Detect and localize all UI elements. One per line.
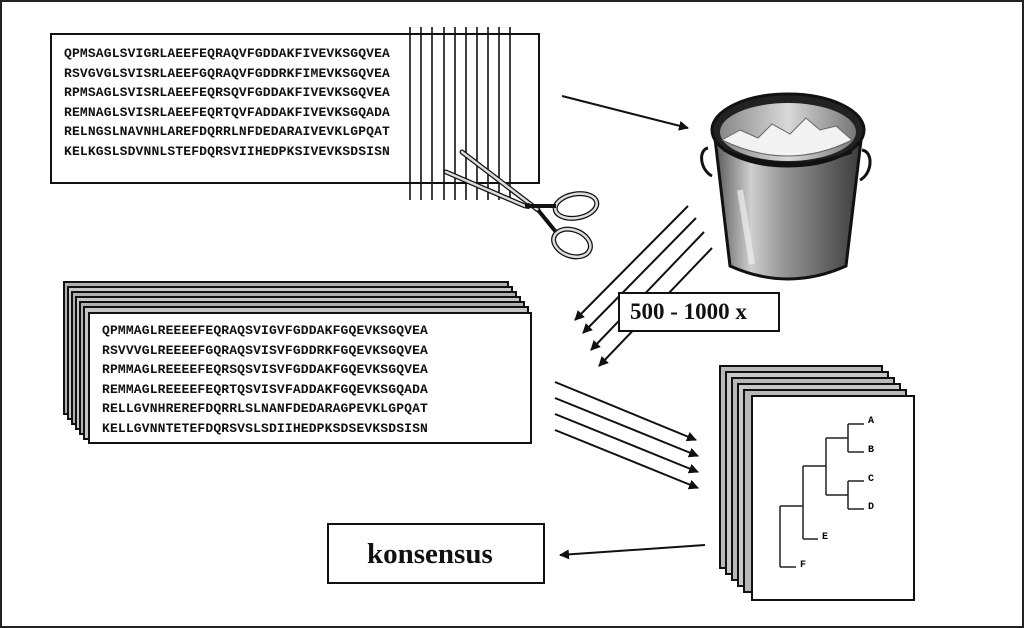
sequence-line: RELLGVNHREREFDQRRLSLNANFDEDARAGPEVKLGPQA… [102,401,429,416]
repeat-count-box: 500 - 1000 x [618,292,780,332]
sequence-line: REMMAGLREEEEFEQRTQSVISVFADDAKFGQEVKSGQAD… [102,381,429,397]
original-alignment: QPMSAGLSVIGRLAEEFEQRAQVFGDDAKFIVEVKSGQVE… [50,33,540,184]
sequence-line: RSVGVGLSVISRLAEEFGQRAQVFGDDRKFIMEVKSGQVE… [64,65,391,81]
sequence-line: RELNGSLNAVNHLAREFDQRRLNFDEDARAIVEVKLGPQA… [64,124,391,139]
tree-leaf-label: C [868,474,875,485]
sequence-line: KELKGSLSDVNNLSTEFDQRSVIIHEDPKSIVEVKSDSIS… [64,143,391,159]
resample-arrows [574,205,713,367]
sequence-line: RPMSAGLSVISRLAEEFEQRSQVFGDDAKFIVEVKSGQVE… [64,85,391,100]
tree-leaf-label: E [822,532,829,543]
sequence-line: QPMMAGLREEEEFEQRAQSVIGVFGDDAKFGQEVKSGQVE… [102,323,429,338]
resample-arrow [582,217,697,334]
tree-leaf-label: B [868,445,875,456]
consensus-box: konsensus [327,523,545,584]
bucket-icon [700,92,872,281]
tree-arrow [554,381,697,442]
tree-arrow [554,413,699,474]
arrow-to-consensus [559,544,706,560]
arrow-to-bucket [561,95,689,131]
sequence-line: REMNAGLSVISRLAEEFEQRTQVFADDAKFIVEVKSGQAD… [64,104,391,120]
bootstrap-alignment: QPMMAGLREEEEFEQRAQSVIGVFGDDAKFGQEVKSGQVE… [88,312,532,444]
sequence-line: KELLGVNNTETEFDQRSVSLSDIIHEDPKSDSEVKSDSIS… [102,420,429,436]
tree-arrow [554,397,699,458]
tree-card-stack [719,365,915,601]
tree-leaf-label: A [868,416,875,427]
tree-leaf-label: D [868,502,875,513]
tree-arrows [554,381,699,490]
phylogenetic-tree-icon [779,423,864,568]
consensus-label: konsensus [367,538,493,570]
tree-leaf-label: F [800,560,807,571]
tree-card-front [751,395,915,601]
resample-arrow [590,231,705,351]
tree-arrow [554,429,699,490]
resample-arrow [574,205,689,321]
sequence-line: RSVVVGLREEEEFGQRAQSVISVFGDDRKFGQEVKSGQVE… [102,342,429,358]
sequence-line: RPMMAGLREEEEFEQRSQSVISVFGDDAKFGQEVKSGQVE… [102,362,429,377]
repeat-count-label: 500 - 1000 x [630,299,747,324]
sequence-line: QPMSAGLSVIGRLAEEFEQRAQVFGDDAKFIVEVKSGQVE… [64,46,391,61]
